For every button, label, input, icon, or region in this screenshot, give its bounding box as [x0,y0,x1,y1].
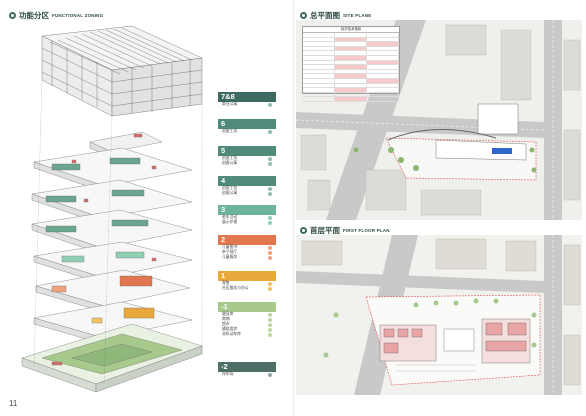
heading-zh: 总平面图 [310,11,340,20]
section-bullet-icon [9,12,16,19]
functional-zoning-heading: 功能分区 FUNCTIONAL ZONING [9,10,103,21]
legend-floor-label: 4 [218,176,276,186]
heading-zh: 功能分区 [19,11,49,20]
legend-item: 非机动车库 [218,332,280,337]
legend-dot-icon [268,332,272,337]
legend-floor-label: -2 [218,362,276,372]
legend-group-b2: -2 停车场 [218,362,280,377]
heading-en: FUNCTIONAL ZONING [52,13,104,18]
legend-item: 创客公寓 [218,191,280,196]
legend-item: 创客工坊 [218,186,280,191]
table-row [303,46,399,52]
legend-dot-icon [268,186,272,191]
legend-item: 健身房 [218,312,280,317]
legend-item: 社区服务与办公 [218,286,280,291]
legend-item: 创客公寓 [218,161,280,166]
first-floor-heading: 首层平面 FIRST FLOOR PLAN [300,225,390,236]
table-row [303,33,399,38]
legend-group-b1: -1 健身房 商铺 超市 辅助用房 非机动车库 [218,302,280,337]
legend-item: 儿童服务 [218,255,280,260]
table-row [303,78,399,84]
table-row [303,60,399,66]
legend-floor-label: 2 [218,235,276,245]
legend-group-2: 2 儿童图书 亲子餐厅 儿童服务 [218,235,280,260]
legend-dot-icon [268,129,272,134]
legend-floor-label: 3 [218,205,276,215]
table-row [303,97,399,102]
legend-dot-icon [268,220,272,225]
legend-dot-icon [268,102,272,107]
table-row [303,37,399,43]
table-row [303,74,399,79]
table-row [303,88,399,93]
legend-dot-icon [268,255,272,260]
legend-item: 创客工坊 [218,156,280,161]
legend-item: 商业公寓 [218,102,280,107]
legend-item: 展示护理 [218,220,280,225]
legend-floor-label: 5 [218,146,276,156]
legend-item: 老年活动 [218,215,280,220]
site-plan-drawing [296,20,582,220]
exploded-axonometric [21,25,203,393]
first-floor-map [296,235,582,395]
page-number: 11 [9,399,18,408]
legend-group-6: 6 创客工坊 [218,119,280,134]
first-floor-drawing [296,235,582,395]
left-page: 功能分区 FUNCTIONAL ZONING [9,10,280,408]
legend-floor-label: 1 [218,271,276,281]
legend-dot-icon [268,281,272,286]
table-title: 经济技术指标 [303,27,399,33]
table-row [303,83,399,89]
table-row [303,42,399,47]
technical-indicator-table: 经济技术指标 [302,26,400,102]
table-row [303,55,399,61]
table-row [303,92,399,98]
heading-en: SITE PLANE [343,13,372,18]
table-row [303,51,399,56]
legend-item: 停车场 [218,372,280,377]
legend-item: 亲子餐厅 [218,250,280,255]
heading-en: FIRST FLOOR PLAN [343,228,390,233]
table-row [303,65,399,70]
legend-item: 商铺 [218,317,280,322]
legend-dot-icon [268,156,272,161]
legend-group-3: 3 老年活动 展示护理 [218,205,280,225]
legend-dot-icon [268,191,272,196]
legend-group-5: 5 创客工坊 创客公寓 [218,146,280,166]
legend-group-4: 4 创客工坊 创客公寓 [218,176,280,196]
legend-dot-icon [268,161,272,166]
section-bullet-icon [300,227,307,234]
legend-floor-label: 6 [218,119,276,129]
legend-item: 超市 [218,322,280,327]
legend-dot-icon [268,215,272,220]
legend-item: 零售 [218,281,280,286]
site-plan-map: 经济技术指标 [296,20,582,220]
legend-item: 创客工坊 [218,129,280,134]
legend-group-1: 1 零售 社区服务与办公 [218,271,280,291]
legend-dot-icon [268,286,272,291]
heading-zh: 首层平面 [310,226,340,235]
legend-dot-icon [268,250,272,255]
legend-dot-icon [268,312,272,317]
legend-floor-label: 7&8 [218,92,276,102]
legend-dot-icon [268,322,272,327]
legend-dot-icon [268,327,272,332]
site-plan-heading: 总平面图 SITE PLANE [300,10,372,21]
legend-dot-icon [268,245,272,250]
legend-group-7-8: 7&8 商业公寓 [218,92,280,107]
legend-dot-icon [268,317,272,322]
legend-item: 儿童图书 [218,245,280,250]
section-bullet-icon [300,12,307,19]
table-row [303,69,399,75]
legend-dot-icon [268,372,272,377]
legend-floor-label: -1 [218,302,276,312]
legend-item: 辅助用房 [218,327,280,332]
